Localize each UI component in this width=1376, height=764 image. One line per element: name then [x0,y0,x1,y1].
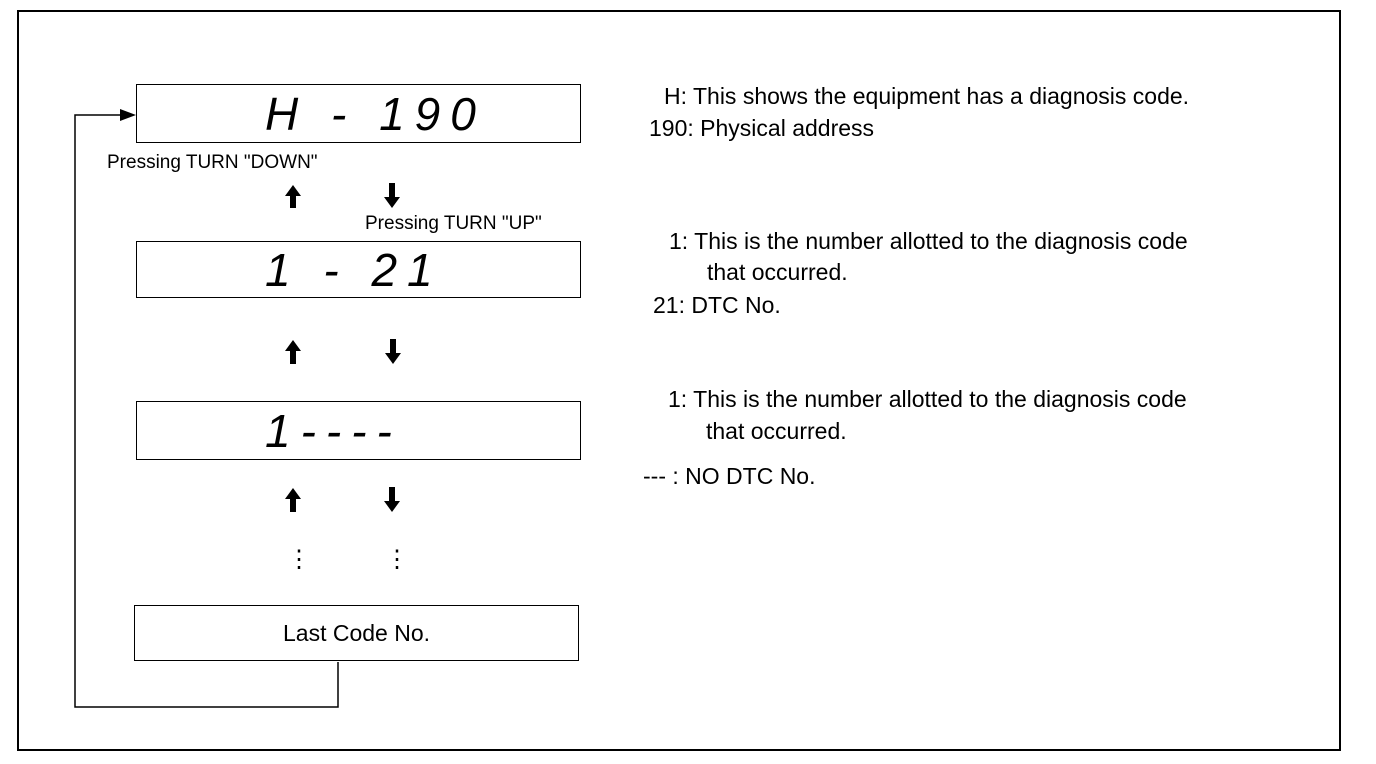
desc-1-a: 1: This is the number allotted to the di… [669,228,1188,254]
turn-down-label: Pressing TURN "DOWN" [107,152,318,173]
display-box-3: 1---- [136,401,581,460]
desc-h: H: This shows the equipment has a diagno… [664,83,1190,109]
diagram-frame [17,10,1341,751]
last-code-label: Last Code No. [282,620,431,646]
display-text-3: 1---- [265,405,402,457]
up-arrow-1 [285,185,301,208]
display-box-1: H - 190 [136,84,581,143]
loop-arrowhead [120,109,136,121]
up-arrow-2 [285,340,301,364]
dots-right: ⋮ [385,546,409,573]
display-text-1: H - 190 [265,88,486,140]
desc-1-b-cont: that occurred. [706,418,847,444]
down-arrow-2 [385,339,401,364]
display-text-2: 1 - 21 [265,244,443,296]
turn-up-label: Pressing TURN "UP" [365,213,542,234]
last-code-box: Last Code No. [134,605,579,661]
desc-190: 190: Physical address [649,115,875,141]
desc-21: 21: DTC No. [653,292,781,318]
desc-1-a-cont: that occurred. [707,259,848,285]
up-arrow-3 [285,488,301,512]
desc-1-b: 1: This is the number allotted to the di… [668,386,1187,412]
loop-line [74,114,339,708]
display-box-2: 1 - 21 [136,241,581,298]
dots-left: ⋮ [287,546,311,573]
desc-no-dtc: --- : NO DTC No. [643,463,816,489]
down-arrow-3 [384,487,400,512]
down-arrow-1 [384,183,400,208]
